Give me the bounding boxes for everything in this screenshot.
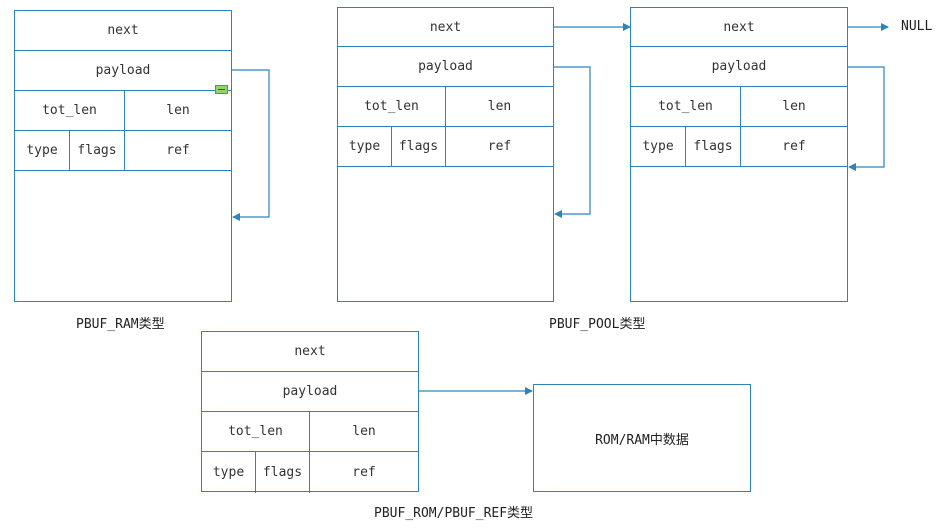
field-next: next (107, 23, 139, 38)
field-type: type (338, 127, 392, 166)
field-tot-len: tot_len (631, 87, 741, 126)
caption-pbuf-ram: PBUF_RAM类型 (76, 317, 165, 332)
ram-payload-arrow (232, 69, 270, 221)
field-next: next (429, 19, 462, 35)
field-payload: payload (282, 384, 338, 399)
field-tot-len: tot_len (338, 87, 446, 126)
field-payload: payload (418, 59, 473, 74)
pool2-payload-arrow (848, 66, 885, 171)
pbuf-pool-box-2: next payload tot_len len type flags ref (630, 7, 848, 302)
field-ref: ref (352, 465, 376, 480)
field-ref: ref (487, 139, 512, 154)
field-next: next (723, 19, 755, 35)
pbuf-pool-box-1: next payload tot_len len type flags ref (337, 7, 554, 302)
field-len: len (352, 424, 376, 439)
field-flags: flags (256, 452, 310, 493)
field-flags: flags (392, 127, 446, 166)
field-len: len (487, 99, 512, 114)
field-ref: ref (782, 139, 806, 154)
resize-handle-icon[interactable] (215, 85, 228, 94)
pbuf-ram-box: next payload tot_len len type flags ref (14, 10, 232, 302)
rom-ram-data-box: ROM/RAM中数据 (533, 384, 751, 492)
caption-pbuf-pool: PBUF_POOL类型 (549, 317, 646, 332)
field-payload: payload (95, 63, 151, 78)
caption-pbuf-rom-ref: PBUF_ROM/PBUF_REF类型 (374, 506, 534, 521)
field-tot-len: tot_len (202, 412, 310, 451)
field-tot-len: tot_len (15, 91, 125, 130)
field-len: len (166, 103, 190, 118)
field-payload: payload (711, 59, 767, 74)
field-next: next (294, 344, 326, 359)
field-ref: ref (166, 143, 190, 158)
field-flags: flags (686, 127, 741, 166)
field-flags: flags (70, 131, 125, 170)
field-type: type (15, 131, 70, 170)
pbuf-rom-ref-box: next payload tot_len len type flags ref (201, 331, 419, 493)
field-type: type (202, 452, 256, 493)
field-type: type (631, 127, 686, 166)
null-label: NULL (901, 19, 933, 34)
field-len: len (782, 99, 806, 114)
pool1-payload-arrow (554, 66, 591, 218)
